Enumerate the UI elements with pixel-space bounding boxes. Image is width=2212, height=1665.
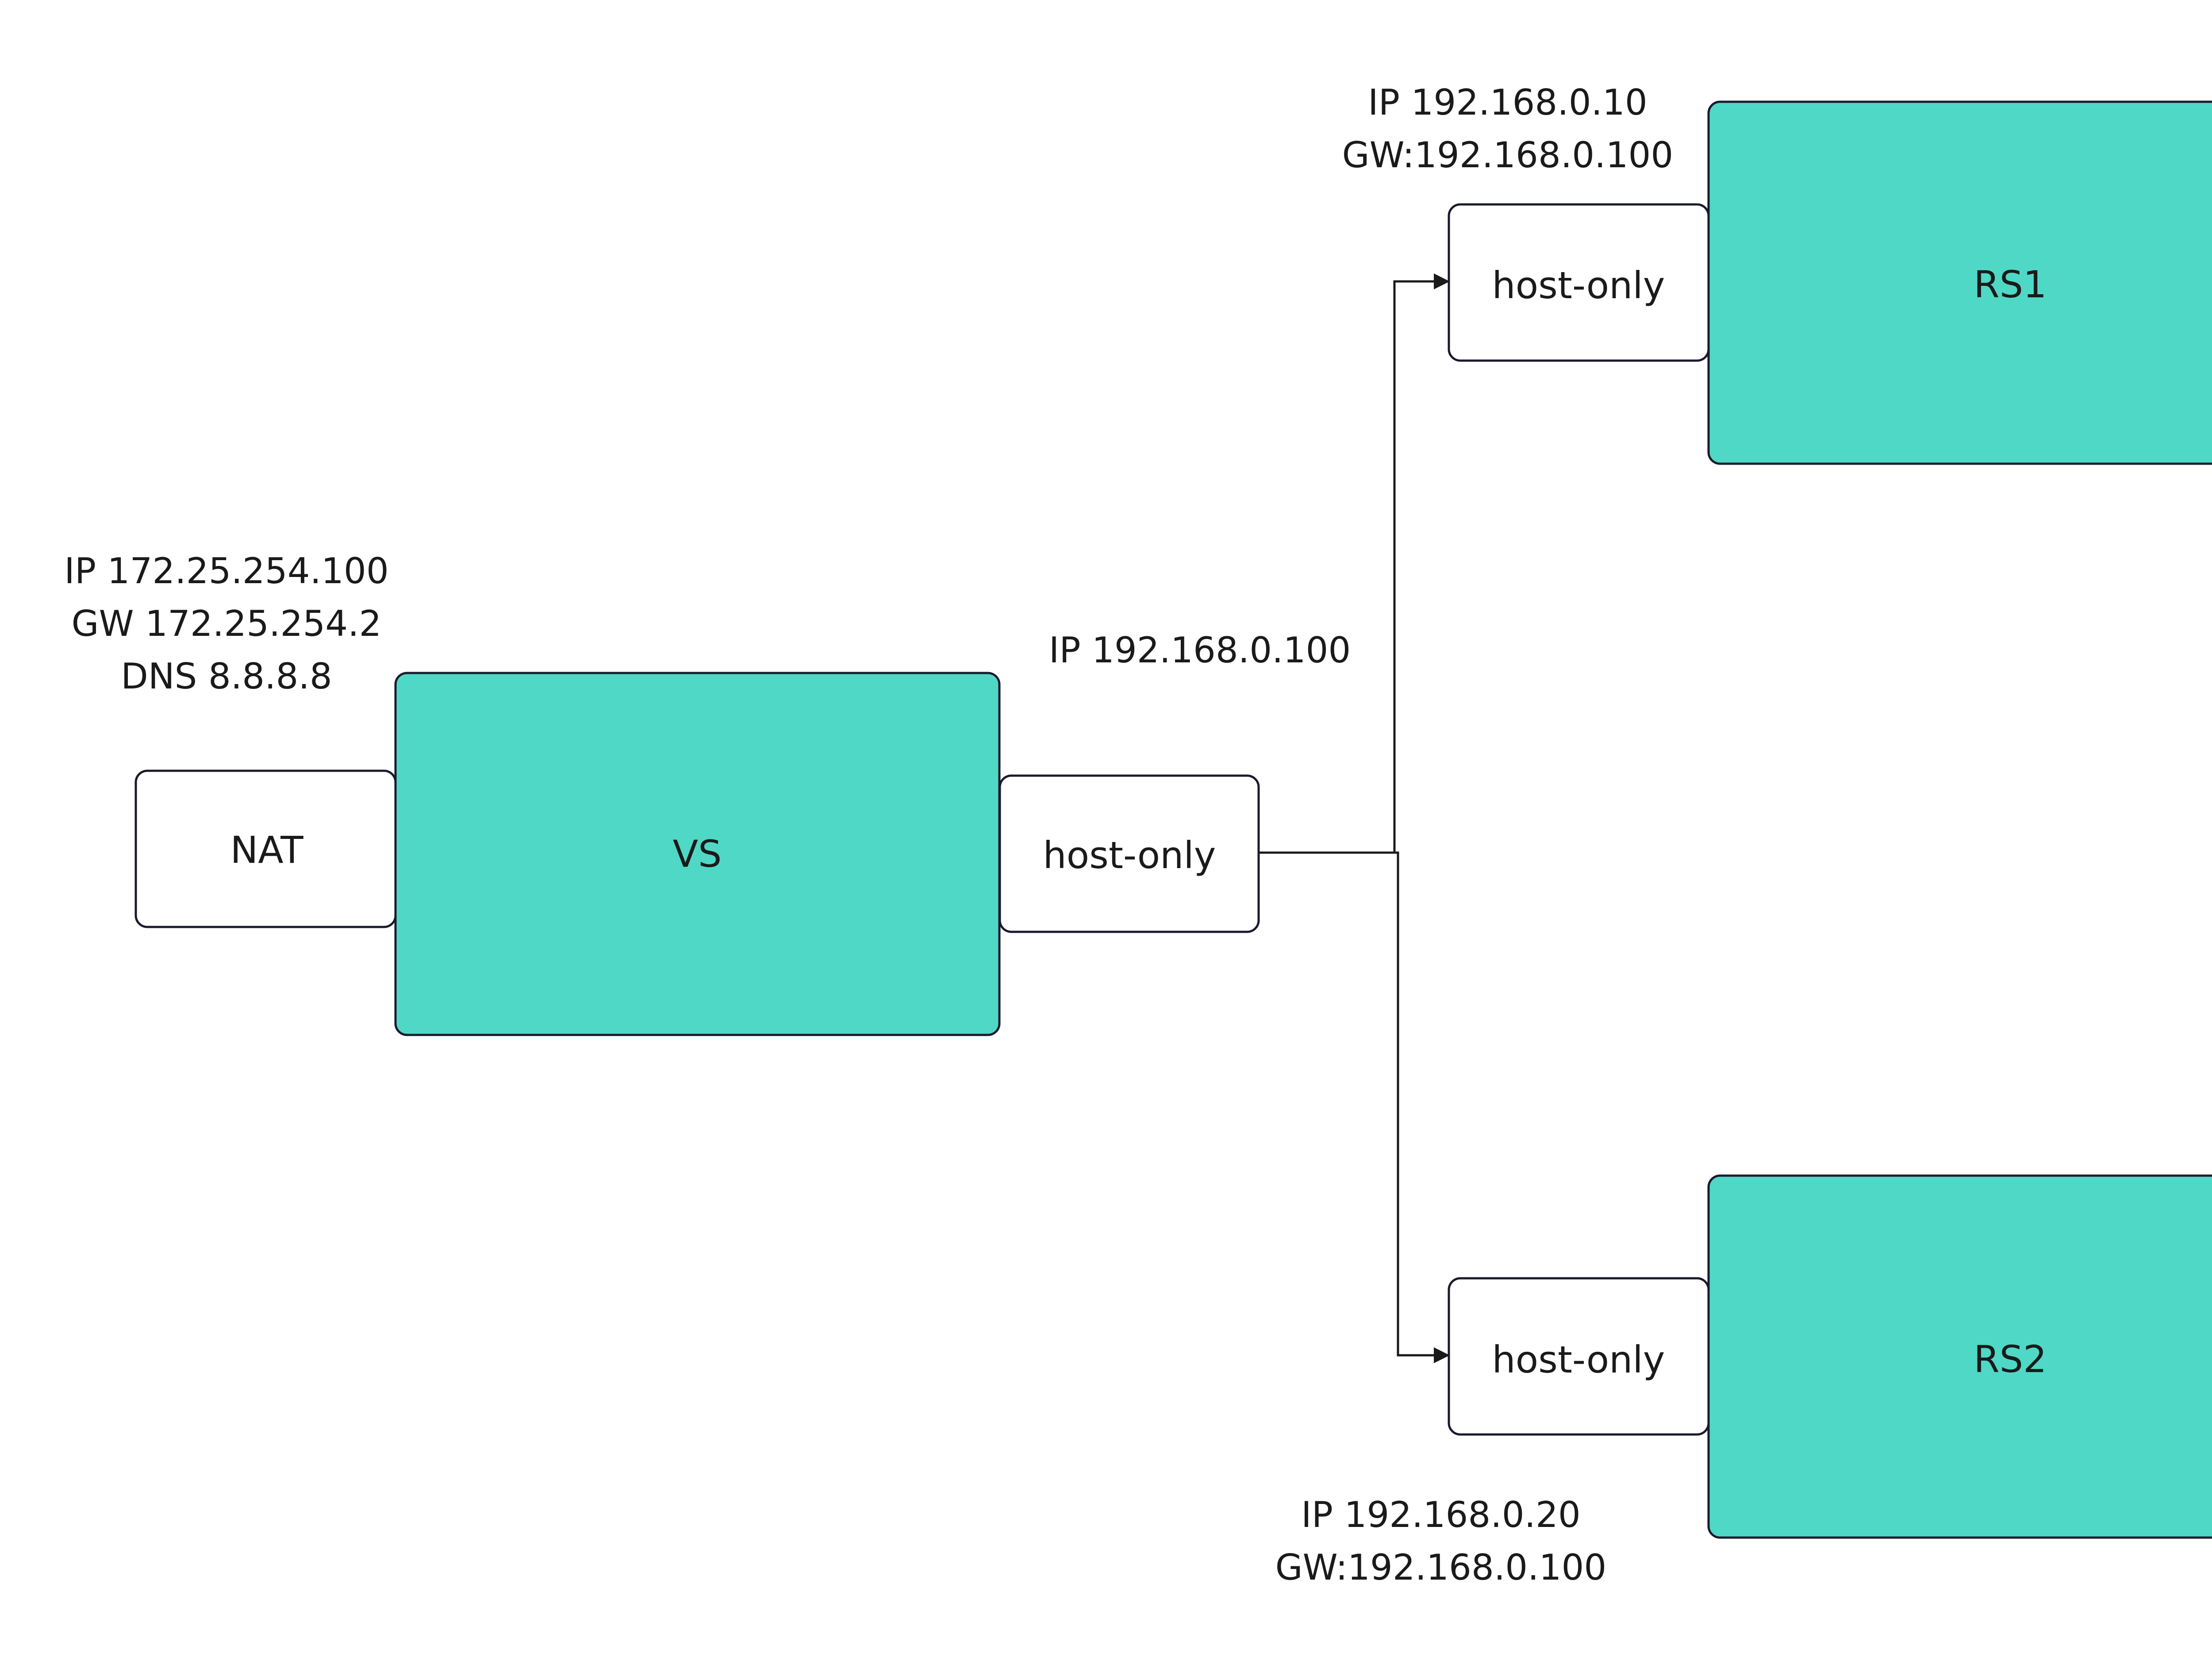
nat-nic[interactable]: NAT (134, 769, 397, 928)
arrowhead-rs1 (1434, 273, 1450, 289)
rs2-gw-text: GW:192.168.0.100 (1275, 1547, 1607, 1588)
link-bus-to-rs1 (1393, 280, 1436, 853)
nat-dns-text: DNS 8.8.8.8 (121, 656, 332, 697)
nat-gw-text: GW 172.25.254.2 (72, 603, 382, 644)
nat-ip-text: IP 172.25.254.100 (64, 550, 388, 592)
rs1-server-box (1707, 100, 2212, 465)
rs2-server-box (1707, 1174, 2212, 1539)
nat-nic-box (134, 769, 397, 928)
rs2-server[interactable]: RS2 (1707, 1174, 2212, 1539)
rs1-gw-text: GW:192.168.0.100 (1342, 135, 1674, 176)
vs-server-label: VS (673, 832, 722, 876)
vs-host-only-nic[interactable]: host-only (998, 774, 1260, 933)
vs-host-only-nic-label: host-only (1043, 834, 1216, 877)
vs-nic-ip-text: IP 192.168.0.100 (1049, 630, 1351, 671)
rs2-server-label: RS2 (1974, 1338, 2047, 1381)
nat-address-block: IP 172.25.254.100 GW 172.25.254.2 DNS 8.… (64, 550, 388, 697)
rs2-host-only-nic-label: host-only (1492, 1338, 1665, 1381)
nat-nic-label: NAT (230, 828, 303, 872)
rs2-host-only-nic-box (1448, 1277, 1710, 1436)
rs1-address-block: IP 192.168.0.10 GW:192.168.0.100 (1342, 82, 1674, 176)
rs2-ip-text: IP 192.168.0.20 (1301, 1494, 1581, 1535)
rs1-server-label: RS1 (1974, 263, 2047, 306)
rs2-address-block: IP 192.168.0.20 GW:192.168.0.100 (1275, 1494, 1607, 1588)
arrowhead-rs2 (1434, 1347, 1450, 1363)
connectors (1259, 273, 1450, 1363)
vs-host-only-nic-box (998, 774, 1260, 933)
rs1-server[interactable]: RS1 (1707, 100, 2212, 465)
vs-server[interactable]: VS (394, 672, 1001, 1036)
rs1-ip-text: IP 192.168.0.10 (1368, 82, 1647, 123)
rs1-host-only-nic[interactable]: host-only (1448, 203, 1710, 362)
rs2-host-only-nic[interactable]: host-only (1448, 1277, 1710, 1436)
rs1-host-only-nic-box (1448, 203, 1710, 362)
rs1-host-only-nic-label: host-only (1492, 264, 1665, 307)
link-bus-to-rs2 (1394, 851, 1436, 1357)
vs-nic-address-block: IP 192.168.0.100 (1049, 630, 1351, 671)
